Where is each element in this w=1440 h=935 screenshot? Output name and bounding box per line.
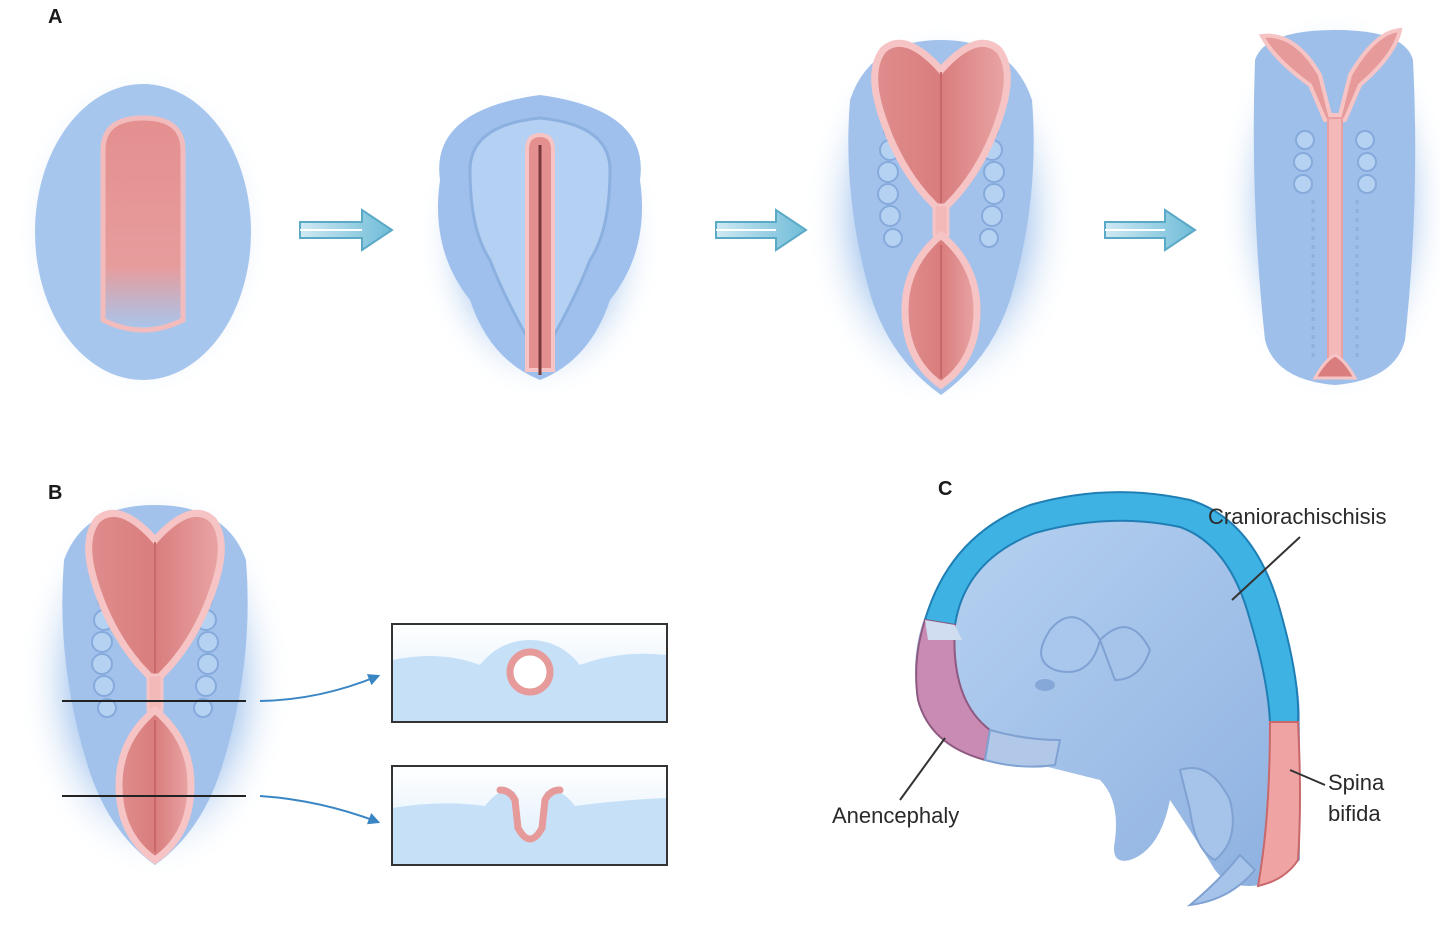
cross-section-open [391,765,668,866]
stage-tube-closed [1225,10,1440,400]
embryo-illustration [915,491,1301,907]
stage-tube-closing [811,25,1071,405]
label-spina-bifida-line2: bifida [1328,801,1381,826]
stage-neural-groove [425,85,655,395]
label-craniorachischisis: Craniorachischisis [1208,504,1387,529]
label-anencephaly: Anencephaly [832,803,960,828]
connector-arrow-lower [259,795,381,825]
panel-a-letter: A [48,6,63,28]
stage-b-embryo [25,485,285,875]
progression-arrow-3 [1104,208,1197,252]
connector-arrow-upper [259,674,381,702]
panel-c-letter: C [938,478,953,500]
leader-spina-bifida [1289,769,1326,786]
progression-arrow-2 [715,208,808,252]
progression-arrow-1 [299,208,394,252]
leader-craniorachischisis [1231,536,1301,601]
cross-section-closed [391,623,668,723]
stage-neural-plate [23,72,263,392]
panel-b-letter: B [48,482,63,504]
label-spina-bifida-line1: Spina [1328,770,1385,795]
leader-anencephaly [899,737,946,801]
